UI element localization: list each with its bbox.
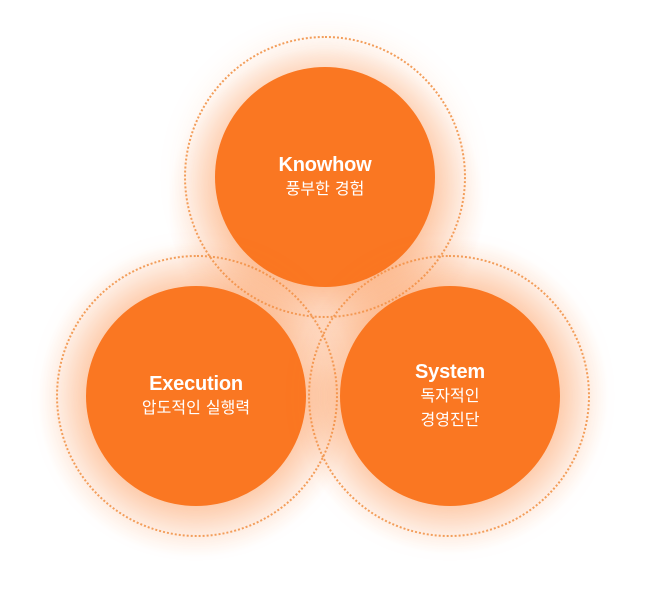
execution-circle: Execution 압도적인 실행력 <box>86 286 306 506</box>
knowhow-ring <box>184 36 466 318</box>
knowhow-circle: Knowhow 풍부한 경험 <box>215 67 435 287</box>
system-subtitle-line1: 독자적인 <box>420 386 480 405</box>
system-subtitle-line2: 경영진단 <box>420 410 480 429</box>
knowhow-subtitle: 풍부한 경험 <box>285 179 365 198</box>
knowhow-title: Knowhow <box>278 154 372 176</box>
system-title: System <box>415 361 485 383</box>
execution-title: Execution <box>149 373 243 395</box>
system-ring <box>308 255 590 537</box>
system-circle: System 독자적인 경영진단 <box>340 286 560 506</box>
execution-subtitle: 압도적인 실행력 <box>141 398 251 417</box>
